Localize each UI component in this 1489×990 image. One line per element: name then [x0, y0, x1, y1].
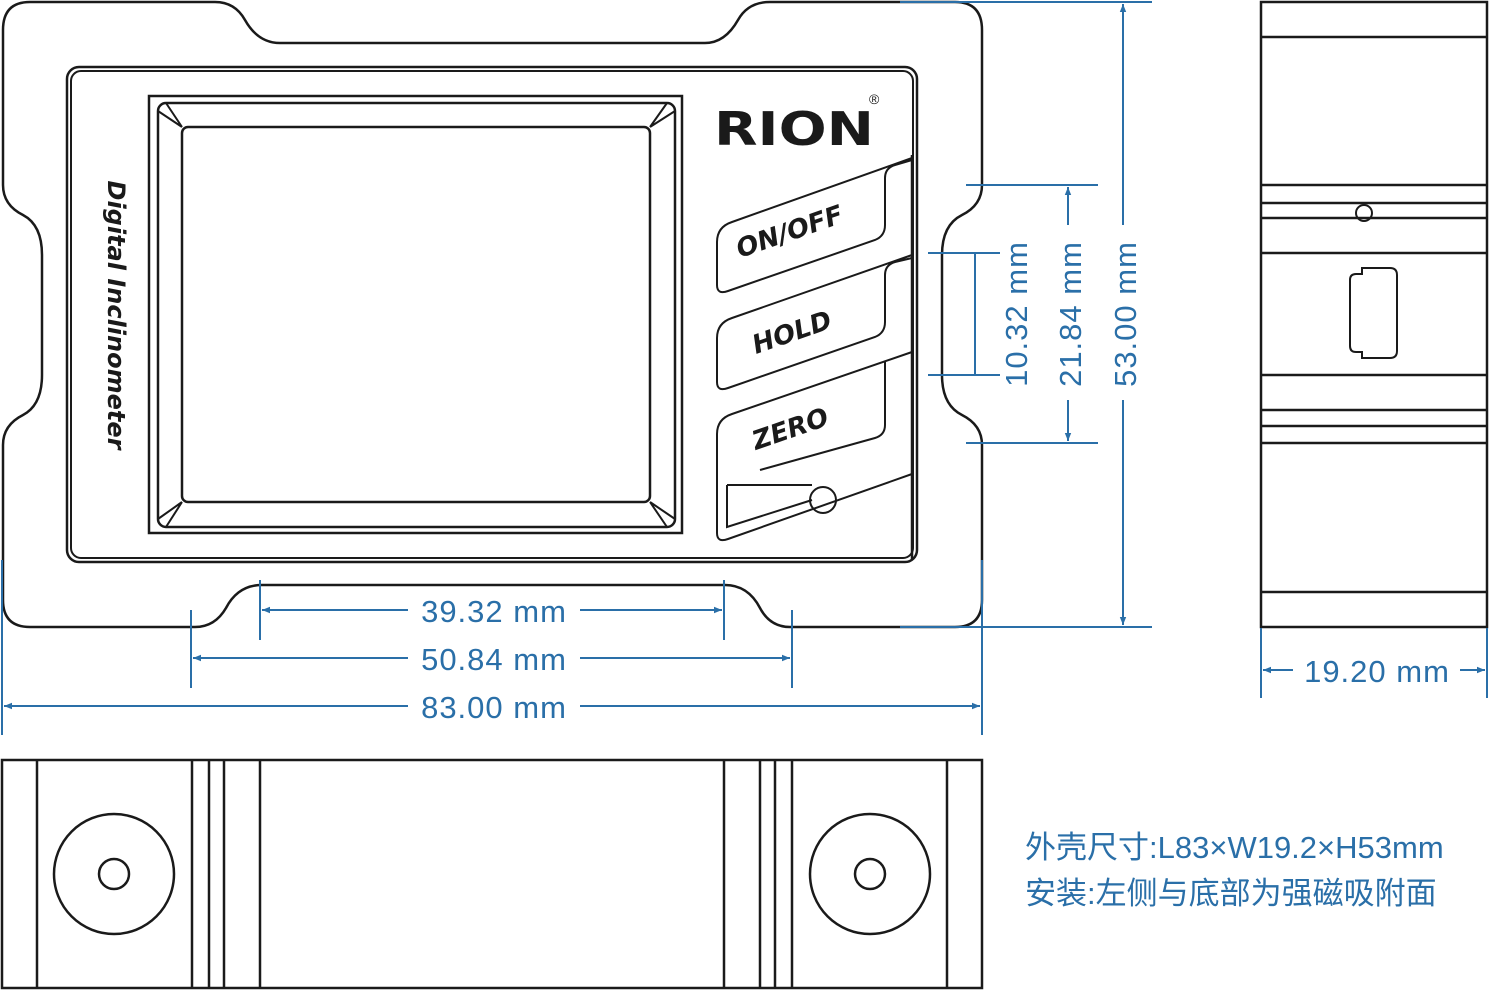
svg-text:RION: RION: [714, 102, 874, 156]
device-side-label: Digital Inclinometer: [102, 181, 130, 452]
display-screen: [180, 125, 652, 504]
dim-thickness: 19.20 mm: [1304, 654, 1450, 689]
width-dimensions: 39.32 mm 50.84 mm 83.00 mm: [1, 560, 983, 735]
front-view: Digital Inclinometer RION ® ON/OFF HOLD …: [1, 0, 984, 629]
bezel-corners: [157, 102, 676, 528]
screen-frame: [147, 94, 684, 535]
button-zero[interactable]: ZERO: [716, 351, 913, 542]
dim-total-height: 53.00 mm: [1108, 241, 1143, 387]
note-mounting: 安装:左侧与底部为强磁吸附面: [1025, 876, 1437, 911]
magnet-left: [52, 812, 176, 936]
svg-text:ZERO: ZERO: [748, 403, 833, 457]
dim-total-length: 83.00 mm: [421, 690, 567, 725]
side-view: 19.20 mm: [1259, 0, 1489, 698]
screen-bezel: [156, 101, 677, 529]
height-dimensions: 10.32 mm 21.84 mm 53.00 mm: [900, 1, 1152, 628]
front-panel: [65, 65, 919, 564]
bottom-view: [0, 758, 984, 990]
button-hold[interactable]: HOLD: [716, 254, 913, 391]
magnet-right: [808, 812, 932, 936]
dim-button-span: 21.84 mm: [1053, 241, 1088, 387]
svg-text:®: ®: [869, 91, 880, 107]
svg-text:HOLD: HOLD: [749, 306, 836, 361]
dim-button-pitch: 10.32 mm: [999, 241, 1034, 387]
dim-panel-width: 50.84 mm: [421, 642, 567, 677]
screw-hole-right: [853, 857, 887, 891]
indicator-led: [809, 486, 837, 514]
rion-logo: RION ®: [714, 91, 880, 156]
dim-display-width: 39.32 mm: [421, 594, 567, 629]
button-on-off[interactable]: ON/OFF: [716, 157, 913, 294]
screw-hole-left: [97, 857, 131, 891]
note-size: 外壳尺寸:L83×W19.2×H53mm: [1025, 830, 1444, 865]
side-hole: [1355, 204, 1373, 222]
usb-port: [1349, 267, 1398, 359]
